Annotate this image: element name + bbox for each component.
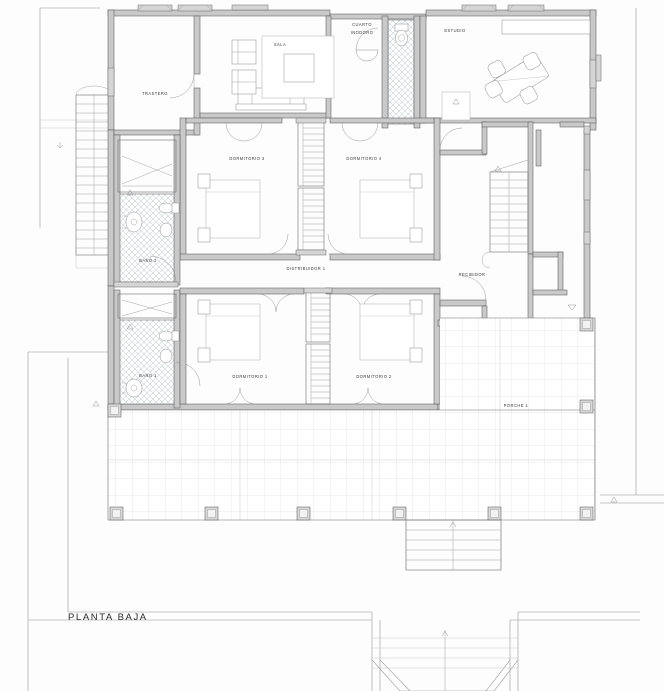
site-stair-lower <box>372 630 518 691</box>
right-wall-segments <box>532 121 591 296</box>
label-dormitorio-2: DORMITORIO 2 <box>356 374 392 379</box>
room-trastero <box>113 15 201 136</box>
wardrobes-upper <box>295 117 327 256</box>
label-bano-2: BAÑO 2 <box>139 258 157 263</box>
room-cuarto-inodoro <box>355 15 421 129</box>
label-sala: SALA <box>274 42 286 47</box>
label-porche-1: PORCHE 1 <box>504 403 529 408</box>
estudio-chairs <box>484 52 541 105</box>
label-distribuidor: DISTRIBUIDOR 1 <box>286 266 325 271</box>
window-openings <box>107 4 597 201</box>
bedroom-band-lower <box>179 293 441 405</box>
label-recibidor: RECIBIDOR <box>459 272 486 277</box>
room-sala <box>199 15 335 119</box>
label-cuarto: CUARTO <box>352 22 372 27</box>
room-estudio <box>419 15 602 124</box>
label-dormitorio-1: DORMITORIO 1 <box>232 374 268 379</box>
label-estudio: ESTUDIO <box>444 28 465 33</box>
label-trastero: TRASTERO <box>142 91 168 96</box>
bedroom-band-upper <box>179 117 441 261</box>
room-labels: TRASTERO SALA CUARTO INODORO ESTUDIO DOR… <box>139 22 528 408</box>
label-inodoro: INODORO <box>351 30 374 35</box>
label-bano-1: BAÑO 1 <box>139 373 157 378</box>
porch-columns <box>107 317 594 521</box>
wardrobes-lower <box>303 287 333 405</box>
label-dormitorio-4: DORMITORIO 4 <box>346 156 382 161</box>
label-dormitorio-3: DORMITORIO 3 <box>229 156 265 161</box>
exterior-staircase-left <box>56 85 113 269</box>
page-title: PLANTA BAJA <box>68 612 148 623</box>
entry-staircase-bottom <box>405 519 502 571</box>
site-lines <box>27 7 664 691</box>
room-bano-2 <box>113 134 181 288</box>
room-bano-1 <box>113 289 201 409</box>
room-porche-1 <box>92 304 618 521</box>
